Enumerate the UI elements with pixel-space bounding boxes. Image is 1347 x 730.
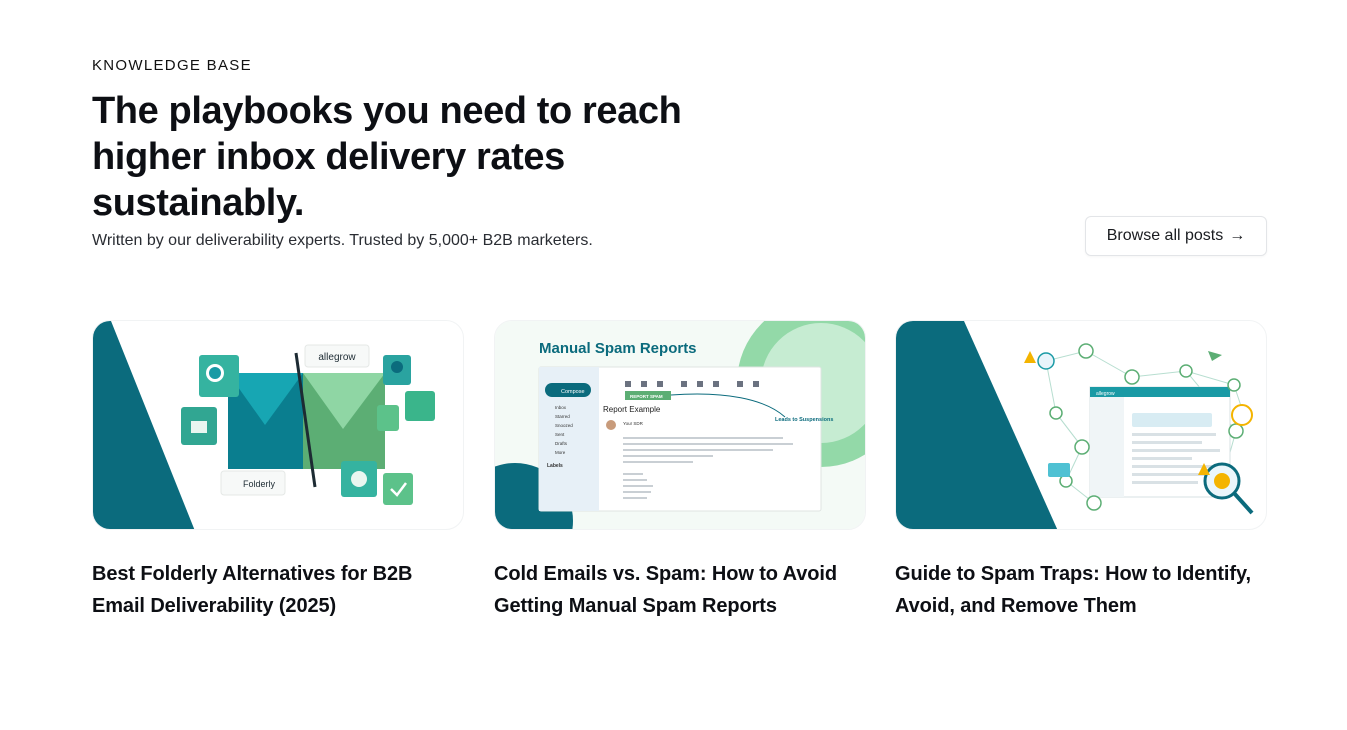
section-eyebrow: KNOWLEDGE BASE bbox=[92, 57, 252, 74]
browse-all-posts-button[interactable]: Browse all posts → bbox=[1085, 216, 1267, 256]
thumb-title: Manual Spam Reports bbox=[539, 340, 697, 357]
post-thumbnail[interactable]: Manual Spam Reports Compose Inbox Starre… bbox=[494, 320, 866, 530]
post-card[interactable]: Manual Spam Reports Compose Inbox Starre… bbox=[494, 320, 866, 622]
section-subhead: Written by our deliverability experts. T… bbox=[92, 232, 593, 249]
post-title[interactable]: Cold Emails vs. Spam: How to Avoid Getti… bbox=[494, 563, 837, 617]
post-card[interactable]: allegrow Folderly Best Folderly Alternat… bbox=[92, 320, 464, 622]
thumb-report-example: Report Example bbox=[603, 405, 661, 414]
post-card[interactable]: allegrow bbox=[895, 320, 1267, 622]
arrow-right-icon: → bbox=[1229, 227, 1246, 244]
svg-text:Inbox: Inbox bbox=[555, 405, 567, 410]
svg-text:More: More bbox=[555, 450, 566, 455]
thumb-allegrow: allegrow bbox=[1096, 391, 1115, 397]
post-thumbnail[interactable]: allegrow bbox=[895, 320, 1267, 530]
thumb-compose: Compose bbox=[561, 389, 585, 395]
svg-text:REPORT SPAM: REPORT SPAM bbox=[630, 394, 663, 399]
post-title[interactable]: Best Folderly Alternatives for B2B Email… bbox=[92, 563, 413, 617]
browse-all-posts-label: Browse all posts bbox=[1106, 227, 1224, 244]
section-headline: The playbooks you need to reach higher i… bbox=[92, 90, 682, 224]
folderly-alternatives-illustration: allegrow Folderly bbox=[93, 321, 435, 529]
svg-text:Sent: Sent bbox=[555, 432, 565, 437]
post-thumbnail[interactable]: allegrow Folderly bbox=[92, 320, 464, 530]
thumb-label-allegrow: allegrow bbox=[318, 352, 356, 363]
svg-text:Drafts: Drafts bbox=[555, 441, 568, 446]
svg-text:Your SDR: Your SDR bbox=[623, 421, 644, 426]
manual-spam-reports-illustration: Manual Spam Reports Compose Inbox Starre… bbox=[495, 321, 865, 529]
svg-text:Starred: Starred bbox=[555, 414, 570, 419]
spam-traps-illustration: allegrow bbox=[896, 321, 1254, 529]
svg-text:Labels: Labels bbox=[547, 463, 563, 469]
post-title[interactable]: Guide to Spam Traps: How to Identify, Av… bbox=[895, 563, 1251, 617]
svg-text:Snoozed: Snoozed bbox=[555, 423, 573, 428]
thumb-label-folderly: Folderly bbox=[243, 479, 276, 489]
svg-text:Leads to Suspensions: Leads to Suspensions bbox=[775, 417, 833, 423]
